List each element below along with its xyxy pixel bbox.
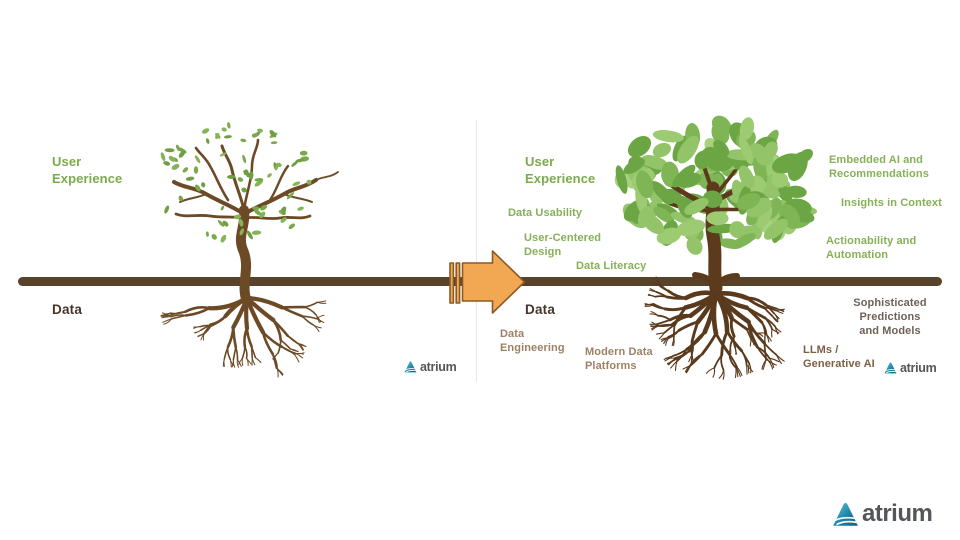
atrium-footer-logo: atrium <box>832 500 933 528</box>
data-engineering-label: Data Engineering <box>500 328 565 354</box>
data-usability-label: Data Usability <box>508 207 583 219</box>
modern-data-platforms-label: Modern Data Platforms <box>585 346 653 372</box>
atrium-logo: atrium <box>884 361 937 375</box>
dense-tree-illustration <box>614 115 818 380</box>
right-tree-leaves-front <box>615 117 815 249</box>
right-data-label: Data <box>525 302 556 317</box>
data-literacy-label: Data Literacy <box>576 260 647 272</box>
left-tree-branches <box>172 138 339 307</box>
transformation-arrow <box>449 250 526 314</box>
sophisticated-predictions-label: Sophisticated Predictions and Models <box>853 297 927 337</box>
arrow-speed-bar <box>449 262 455 304</box>
right-user-experience-label: User Experience <box>525 154 596 186</box>
atrium-logo-icon <box>404 361 417 373</box>
panel-divider <box>476 120 477 382</box>
arrow-speed-bar <box>455 262 461 304</box>
left-user-experience-label: User Experience <box>52 154 123 186</box>
sparse-tree-illustration <box>160 122 339 378</box>
atrium-logo-icon <box>884 362 897 374</box>
actionability-label: Actionability and Automation <box>826 235 917 261</box>
llms-generative-ai-label: LLMs / Generative AI <box>803 344 875 370</box>
atrium-logo: atrium <box>404 360 457 374</box>
atrium-logo-text: atrium <box>420 360 457 374</box>
insights-in-context-label: Insights in Context <box>841 197 942 209</box>
right-tree-roots <box>644 276 785 380</box>
left-tree-roots <box>160 295 327 378</box>
user-centered-design-label: User-Centered Design <box>524 232 602 258</box>
left-data-label: Data <box>52 302 83 317</box>
atrium-logo-text: atrium <box>900 361 937 375</box>
left-tree-leaves <box>160 122 312 243</box>
embedded-ai-label: Embedded AI and Recommendations <box>829 154 929 180</box>
arrow-body <box>461 250 526 314</box>
atrium-logo-text: atrium <box>862 500 933 527</box>
atrium-logo-icon <box>833 502 858 526</box>
